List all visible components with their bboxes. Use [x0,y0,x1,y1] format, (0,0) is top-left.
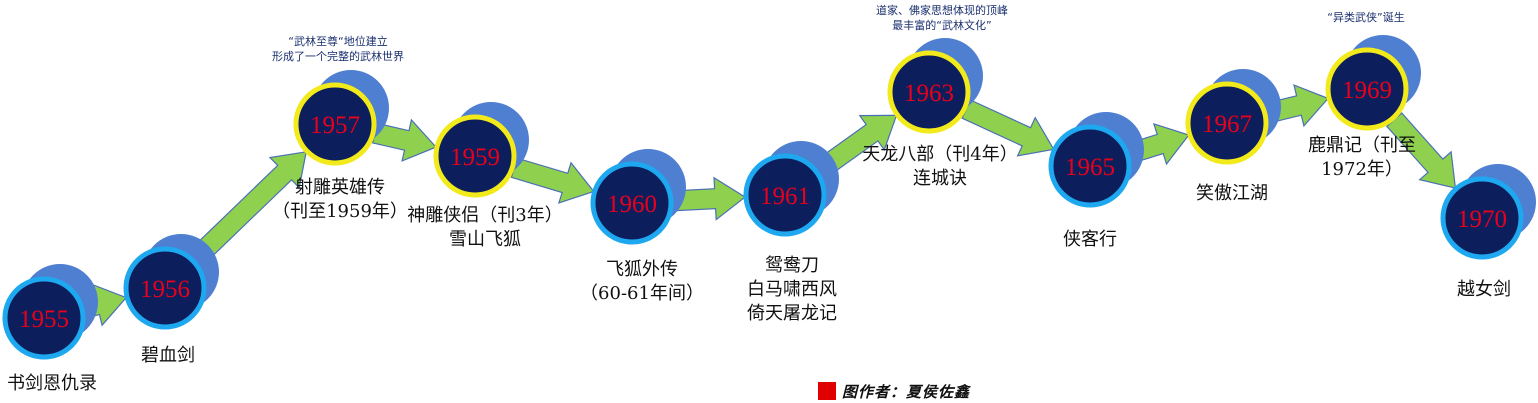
works-label-1967: 笑傲江湖 [1196,182,1268,206]
note-line: 道家、佛家思想体现的顶峰 [876,4,1008,17]
work-title: 1972年） [1321,159,1403,180]
year-label: 1963 [904,80,954,107]
works-label-1956: 碧血剑 [141,344,195,368]
arrow-1956-to-1957 [186,151,307,268]
work-title: （刊至1959年） [272,201,408,222]
milestone-note-1957: “武林至尊“地位建立形成了一个完整的武林世界 [272,34,404,64]
node-circle [1185,81,1269,165]
year-node-1967: 1967 [1185,69,1281,165]
milestone-note-1969: “异类武侠”诞生 [1327,10,1404,25]
node-circle [1048,124,1132,208]
year-node-1961: 1961 [743,141,839,237]
year-nodes-layer: 1955 1956 1957 1959 1960 1961 1963 1965 1967 1969… [2,35,1536,360]
work-title: 越女剑 [1457,279,1511,300]
work-title: 白马啸西风 [747,279,837,300]
work-title: 碧血剑 [141,345,195,366]
year-node-1957: 1957 [293,70,389,166]
work-title: 射雕英雄传 [295,177,385,198]
year-label: 1956 [140,276,190,303]
note-line: 形成了一个完整的武林世界 [272,50,404,63]
year-node-1960: 1960 [590,149,686,245]
year-label: 1970 [1457,206,1507,233]
year-node-1956: 1956 [123,234,219,330]
year-label: 1965 [1065,154,1115,181]
author-credit: 图作者：夏侯佐鑫 [818,380,970,402]
year-label: 1957 [310,112,360,139]
node-circle [2,276,86,360]
arrow-1959-to-1960 [510,157,595,204]
node-circle [123,246,207,330]
work-title: （60-61年间） [580,283,704,304]
node-circle [1325,47,1409,131]
work-title: 书剑恩仇录 [7,373,97,394]
year-node-1970: 1970 [1440,164,1536,260]
node-circle [293,82,377,166]
works-label-1970: 越女剑 [1457,278,1511,302]
year-label: 1955 [19,306,69,333]
work-title: 连城诀 [912,168,967,189]
node-circle [433,114,517,198]
year-label: 1961 [760,183,810,210]
works-label-1955: 书剑恩仇录 [7,372,97,396]
year-node-1963: 1963 [887,38,983,134]
note-line: “武林至尊“地位建立 [288,35,388,48]
credit-text: 图作者：夏侯佐鑫 [842,382,971,401]
work-title: 雪山飞狐 [448,229,521,250]
year-label: 1959 [450,144,500,171]
arrow-1969-to-1970 [1385,112,1457,189]
node-circle [743,153,827,237]
works-label-1965: 侠客行 [1063,228,1117,252]
year-label: 1969 [1342,77,1392,104]
note-line: “异类武侠”诞生 [1327,11,1405,24]
year-node-1959: 1959 [433,102,529,198]
credit-red-square-icon [818,382,836,400]
year-node-1955: 1955 [2,264,98,360]
work-title: 侠客行 [1063,229,1117,250]
work-title: 神雕侠侣（刊3年） [407,205,563,226]
note-line: 最丰富的“武林文化” [892,19,992,32]
works-label-1959: 神雕侠侣（刊3年） 雪山飞狐 [407,204,562,252]
work-title: 飞狐外传 [605,259,678,280]
works-label-1960: 飞狐外传 （60-61年间） [580,258,704,306]
node-circle [1440,176,1524,260]
work-title: 鹿鼎记（刊至 [1308,135,1416,156]
works-label-1961: 鸳鸯刀白马啸西风倚天屠龙记 [747,254,837,326]
milestone-note-1963: 道家、佛家思想体现的顶峰最丰富的“武林文化” [876,3,1008,33]
work-title: 笑傲江湖 [1196,183,1268,204]
work-title: 鸳鸯刀 [765,255,819,276]
works-label-1963: 天龙八部（刊4年） 连城诀 [862,143,1017,191]
year-label: 1967 [1202,111,1252,138]
works-label-1957: 射雕英雄传 （刊至1959年） [272,176,408,224]
year-node-1965: 1965 [1048,112,1144,208]
year-label: 1960 [607,191,657,218]
work-title: 倚天屠龙记 [747,303,837,324]
arrow-1963-to-1965 [961,99,1055,157]
arrows-layer [80,84,1457,327]
work-title: 天龙八部（刊4年） [862,144,1018,165]
node-circle [590,161,674,245]
node-circle [887,50,971,134]
year-node-1969: 1969 [1325,35,1421,131]
works-label-1969: 鹿鼎记（刊至 1972年） [1308,134,1416,182]
